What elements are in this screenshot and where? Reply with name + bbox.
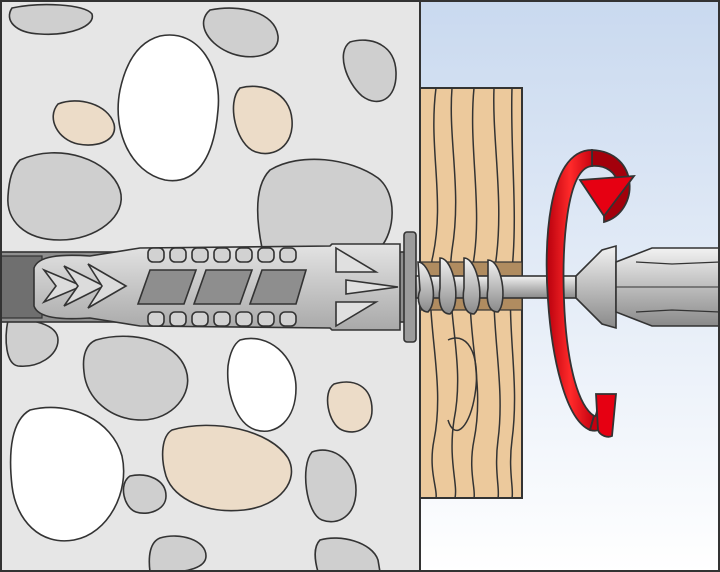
stone — [7, 152, 123, 241]
stone — [122, 474, 167, 514]
stone — [161, 424, 293, 512]
stone — [202, 7, 279, 58]
plug-ribs — [147, 247, 297, 327]
stone — [232, 85, 293, 155]
stone — [304, 449, 357, 523]
screw-threads — [417, 257, 504, 315]
wall-plug — [33, 231, 417, 343]
stone — [226, 337, 297, 432]
plug-thread-slots — [136, 269, 308, 305]
plug-barbs — [335, 246, 399, 328]
stone — [8, 3, 94, 36]
clockwise-rotation-arrow-icon — [545, 149, 636, 438]
plug-tongues — [41, 263, 128, 309]
stone — [326, 381, 373, 433]
stone — [256, 158, 393, 249]
stone — [117, 34, 220, 182]
stone — [82, 335, 189, 421]
stone — [314, 537, 381, 572]
screw — [415, 244, 617, 330]
screwdriver-tip-icon — [615, 247, 720, 327]
stone — [342, 39, 397, 103]
plug-collar — [403, 231, 417, 343]
concrete-aggregate-stones — [5, 3, 397, 572]
stone — [52, 100, 116, 146]
screw-head — [575, 244, 617, 330]
stone — [148, 535, 207, 572]
stone — [9, 406, 125, 542]
